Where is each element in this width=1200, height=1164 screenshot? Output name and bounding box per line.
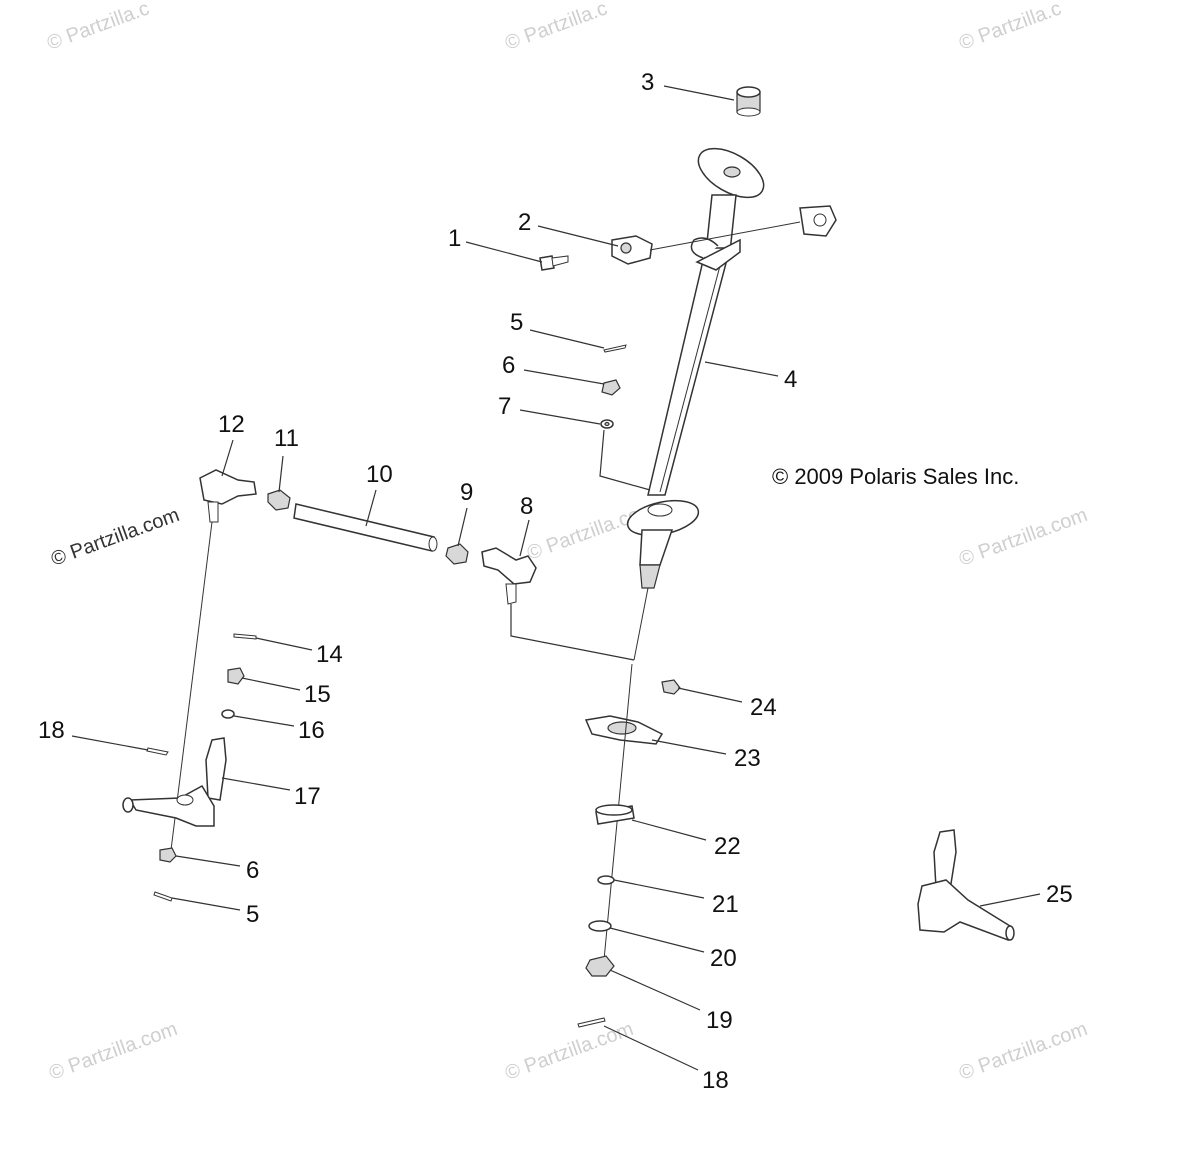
assembly-line-7-post <box>599 429 651 491</box>
part-23-flange-plate <box>584 715 664 745</box>
callout-18-left: 18 <box>38 717 65 744</box>
callout-14: 14 <box>316 641 343 668</box>
callout-20: 20 <box>710 945 737 972</box>
callout-5-left: 5 <box>246 901 259 928</box>
part-14-cotter-pin <box>233 633 257 640</box>
callout-9: 9 <box>460 479 473 506</box>
part-8-tie-rod-end <box>481 547 635 661</box>
callout-22: 22 <box>714 833 741 860</box>
callout-6-left: 6 <box>246 857 259 884</box>
watermark-middle-right: © Partzilla.com <box>956 504 1090 571</box>
callout-23: 23 <box>734 745 761 772</box>
part-15-nut <box>227 667 245 685</box>
part-5-cotter-pin-top <box>603 344 627 353</box>
part-25-spindle-right <box>917 829 1015 942</box>
callout-4: 4 <box>784 366 797 393</box>
part-3-cap <box>736 86 761 117</box>
leader-lines <box>71 85 1041 1071</box>
part-18-cotter-pin-bottom <box>577 1017 606 1028</box>
watermark-middle-left: © Partzilla.com <box>48 504 182 571</box>
part-20-washer <box>588 920 612 932</box>
part-9-nut <box>445 543 469 565</box>
part-2-clamp <box>611 205 837 265</box>
callout-6-top: 6 <box>502 352 515 379</box>
callout-3: 3 <box>641 69 654 96</box>
watermark-bottom-left: © Partzilla.com <box>46 1018 180 1085</box>
copyright-text: © 2009 Polaris Sales Inc. <box>772 464 1019 489</box>
callout-7: 7 <box>498 393 511 420</box>
watermark-top-left: © Partzilla.c <box>44 0 152 55</box>
callout-16: 16 <box>298 717 325 744</box>
callout-21: 21 <box>712 891 739 918</box>
part-6-nut-left <box>159 847 177 863</box>
part-24-nut <box>661 679 681 695</box>
part-17-spindle-left <box>122 737 227 827</box>
callout-18-bottom: 18 <box>702 1067 729 1094</box>
part-4-steering-post <box>626 147 765 661</box>
callout-19: 19 <box>706 1007 733 1034</box>
part-16-washer <box>221 709 235 719</box>
part-7-washer <box>600 419 614 429</box>
callout-12: 12 <box>218 411 245 438</box>
callout-15: 15 <box>304 681 331 708</box>
part-11-nut <box>267 489 291 511</box>
callout-5-top: 5 <box>510 309 523 336</box>
callout-17: 17 <box>294 783 321 810</box>
callout-24: 24 <box>750 694 777 721</box>
watermark-bottom-right: © Partzilla.com <box>956 1018 1090 1085</box>
callout-25: 25 <box>1046 881 1073 908</box>
callout-11: 11 <box>274 425 299 452</box>
part-22-bearing <box>595 804 635 825</box>
callout-10: 10 <box>366 461 393 488</box>
part-18-pin-left <box>146 747 169 756</box>
part-1-bolt <box>539 255 569 271</box>
watermark-bottom-center: © Partzilla.com <box>502 1018 636 1085</box>
part-21-washer <box>597 875 615 885</box>
part-10-tie-rod <box>293 503 438 552</box>
part-5-cotter-pin-left <box>153 891 173 902</box>
callout-numbers: 3 1 2 5 6 7 4 12 11 10 9 8 14 15 16 18 1… <box>38 69 1073 1094</box>
callout-1: 1 <box>448 225 461 252</box>
watermark-top-right: © Partzilla.c <box>956 0 1064 55</box>
part-6-nut-top <box>601 379 621 396</box>
watermark-top-center: © Partzilla.c <box>502 0 610 55</box>
part-19-castle-nut <box>585 955 615 977</box>
callout-2: 2 <box>518 209 531 236</box>
callout-8: 8 <box>520 493 533 520</box>
